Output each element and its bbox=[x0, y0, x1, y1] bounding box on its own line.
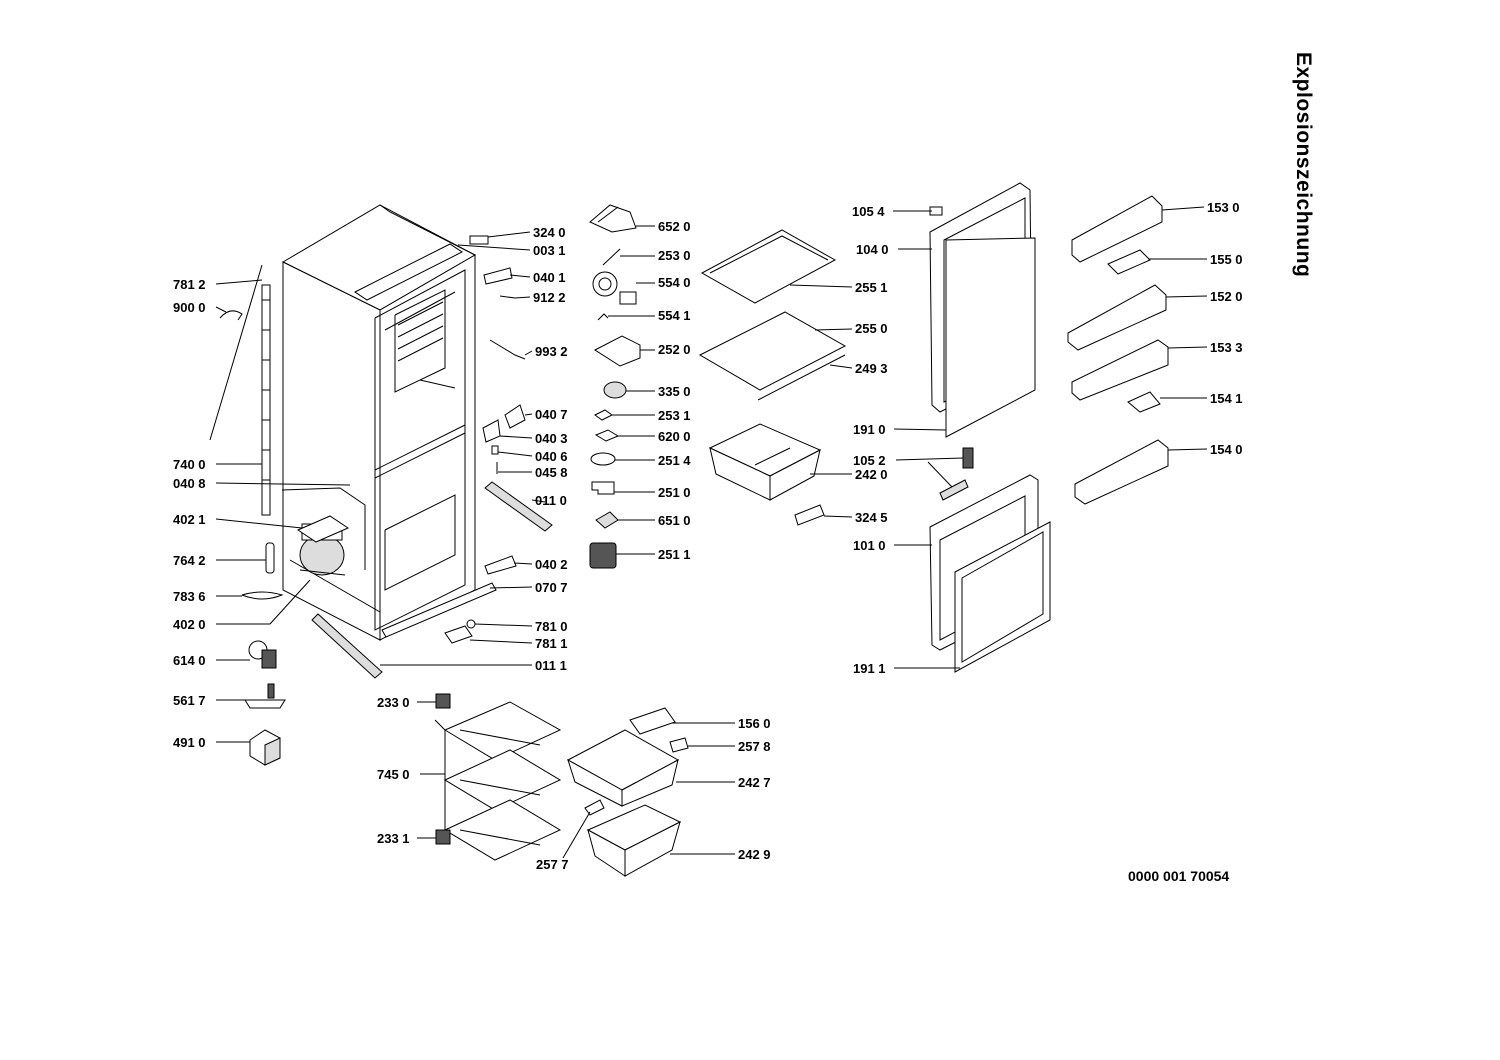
part-label: 257 7 bbox=[536, 857, 569, 872]
part-label: 003 1 bbox=[533, 243, 566, 258]
part-label: 251 4 bbox=[658, 453, 691, 468]
door-bins-drawing bbox=[1067, 195, 1169, 505]
part-label: 104 0 bbox=[856, 242, 889, 257]
part-label: 242 9 bbox=[738, 847, 771, 862]
part-label: 251 1 bbox=[658, 547, 691, 562]
part-label: 011 0 bbox=[535, 493, 567, 508]
part-label: 251 0 bbox=[658, 485, 691, 500]
part-040-7-drawing bbox=[504, 404, 526, 429]
drawer-242-9-drawing bbox=[586, 804, 682, 877]
part-label: 781 2 bbox=[173, 277, 206, 292]
part-label: 242 0 bbox=[855, 467, 888, 482]
part-label: 993 2 bbox=[535, 344, 568, 359]
part-label: 045 8 bbox=[535, 465, 568, 480]
leader-lines bbox=[215, 206, 1208, 859]
part-label: 554 1 bbox=[658, 308, 691, 323]
clip-900-drawing bbox=[219, 310, 243, 321]
part-label: 070 7 bbox=[535, 580, 568, 595]
part-label: 152 0 bbox=[1210, 289, 1243, 304]
part-label: 040 3 bbox=[535, 431, 568, 446]
part-label: 105 4 bbox=[852, 204, 885, 219]
part-label: 249 3 bbox=[855, 361, 888, 376]
shelf-255-1-drawing bbox=[700, 229, 837, 304]
part-label: 154 1 bbox=[1210, 391, 1243, 406]
loop-783-drawing bbox=[241, 591, 284, 600]
part-label: 255 1 bbox=[855, 280, 888, 295]
crisper-242-0-drawing bbox=[708, 423, 822, 501]
part-614-drawing bbox=[248, 640, 277, 669]
part-491-drawing bbox=[249, 729, 281, 766]
part-label: 912 2 bbox=[533, 290, 566, 305]
rail-011-1-drawing bbox=[311, 613, 383, 679]
part-label: 651 0 bbox=[658, 513, 691, 528]
part-label: 242 7 bbox=[738, 775, 771, 790]
part-label: 255 0 bbox=[855, 321, 888, 336]
compressor-drawing bbox=[296, 515, 350, 576]
document-number: 0000 001 70054 bbox=[1128, 868, 1230, 884]
part-label: 233 1 bbox=[377, 831, 410, 846]
part-label: 155 0 bbox=[1210, 252, 1243, 267]
part-label: 781 0 bbox=[535, 619, 568, 634]
part-label: 491 0 bbox=[173, 735, 206, 750]
part-label: 781 1 bbox=[535, 636, 568, 651]
part-label: 153 3 bbox=[1210, 340, 1243, 355]
part-label: 652 0 bbox=[658, 219, 691, 234]
part-label: 191 1 bbox=[853, 661, 886, 676]
part-label: 324 0 bbox=[533, 225, 566, 240]
part-label: 324 5 bbox=[855, 510, 888, 525]
part-label: 040 6 bbox=[535, 449, 568, 464]
shelf-255-0-drawing bbox=[698, 311, 847, 391]
part-label: 900 0 bbox=[173, 300, 206, 315]
part-label: 740 0 bbox=[173, 457, 206, 472]
part-label: 153 0 bbox=[1207, 200, 1240, 215]
part-label: 253 0 bbox=[658, 248, 691, 263]
part-324-0-drawing bbox=[469, 235, 489, 245]
drawer-242-7-drawing bbox=[566, 729, 680, 807]
part-label: 040 1 bbox=[533, 270, 566, 285]
part-label: 554 0 bbox=[658, 275, 691, 290]
part-label: 402 1 bbox=[173, 512, 206, 527]
part-label: 745 0 bbox=[377, 767, 410, 782]
part-label: 402 0 bbox=[173, 617, 206, 632]
part-label: 257 8 bbox=[738, 739, 771, 754]
rail-011-0-drawing bbox=[484, 481, 553, 532]
part-label: 040 8 bbox=[173, 476, 206, 491]
part-label: 011 1 bbox=[535, 658, 567, 673]
part-label: 191 0 bbox=[853, 422, 886, 437]
diagram-title: Explosionszeichnung bbox=[1292, 52, 1315, 278]
freezer-door-drawing bbox=[929, 474, 1051, 673]
part-label: 252 0 bbox=[658, 342, 691, 357]
part-labels: 324 0 003 1 040 1 912 2 993 2 040 7 040 … bbox=[173, 200, 1243, 872]
part-label: 105 2 bbox=[853, 453, 886, 468]
cabinet-drawing bbox=[281, 204, 497, 641]
part-label: 040 2 bbox=[535, 557, 568, 572]
part-label: 040 7 bbox=[535, 407, 568, 422]
part-label: 253 1 bbox=[658, 408, 691, 423]
part-554-0-drawing bbox=[592, 271, 637, 305]
part-label: 561 7 bbox=[173, 693, 206, 708]
part-label: 335 0 bbox=[658, 384, 691, 399]
part-label: 154 0 bbox=[1210, 442, 1243, 457]
part-label: 156 0 bbox=[738, 716, 771, 731]
fridge-door-drawing bbox=[929, 182, 1036, 438]
part-040-1-drawing bbox=[483, 267, 513, 285]
part-label: 620 0 bbox=[658, 429, 691, 444]
part-252-drawing bbox=[594, 335, 641, 367]
part-561-drawing bbox=[244, 683, 286, 709]
freezer-baskets-drawing bbox=[434, 701, 562, 861]
part-251-1-drawing bbox=[589, 542, 617, 569]
part-label: 101 0 bbox=[853, 538, 886, 553]
condenser-drawing bbox=[261, 284, 271, 516]
part-label: 614 0 bbox=[173, 653, 206, 668]
part-label: 233 0 bbox=[377, 695, 410, 710]
part-652-drawing bbox=[589, 204, 637, 233]
part-label: 764 2 bbox=[173, 553, 206, 568]
part-label: 783 6 bbox=[173, 589, 206, 604]
